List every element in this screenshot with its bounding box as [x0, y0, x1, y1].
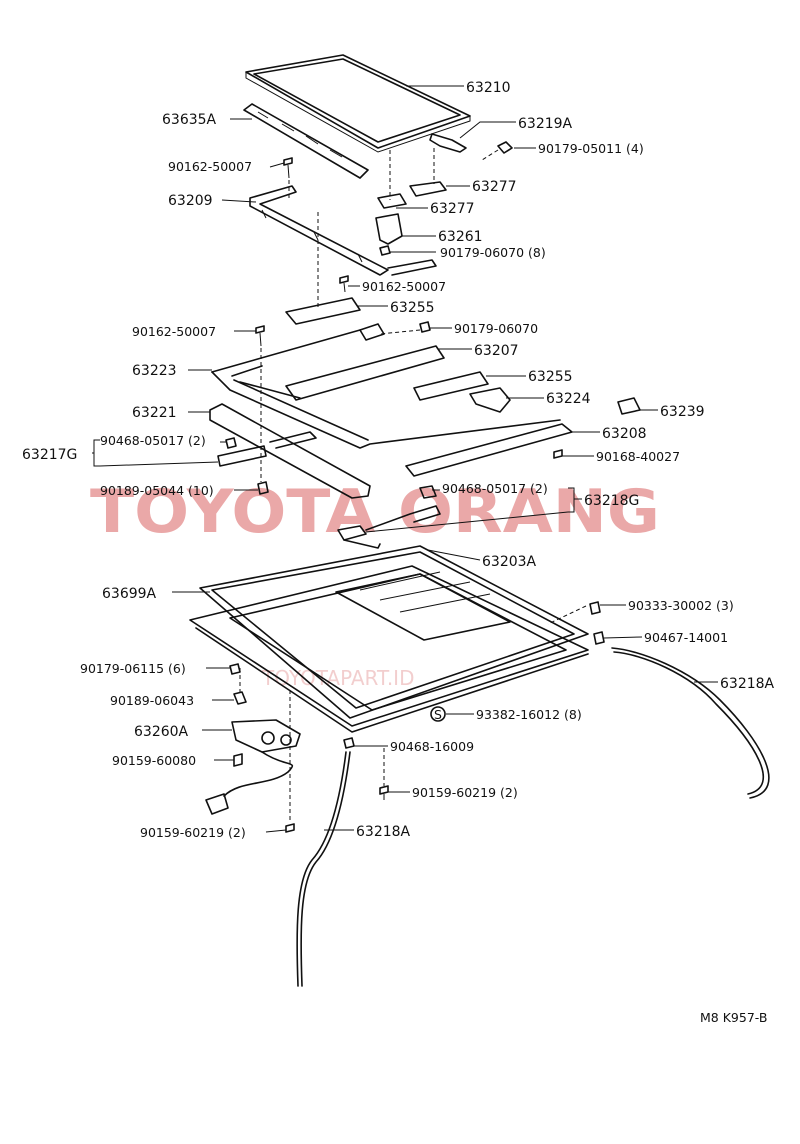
drain-hose-63218A-bottom [296, 751, 347, 987]
label-63217G: 63217G [22, 447, 77, 463]
label-90179-06070-8: 90179-06070 (8) [440, 245, 546, 260]
bracket-63277-a [409, 181, 447, 197]
clip-90189-05044 [257, 481, 269, 495]
seal-strip-63635A [243, 103, 369, 179]
plug-90333-30002 [589, 601, 601, 615]
label-90467-14001: 90467-14001 [644, 630, 728, 645]
label-63209: 63209 [168, 193, 213, 209]
label-63208: 63208 [602, 426, 647, 442]
screw-90162-50007-c [255, 325, 265, 347]
washer-s-mark: S [434, 707, 442, 722]
label-90179-05011: 90179-05011 (4) [538, 141, 644, 156]
washer-93382-16012 [430, 706, 446, 722]
screw-90162-50007-b [339, 275, 349, 293]
drain-hose-63218A-right [611, 647, 770, 799]
nut-90179-06070 [419, 321, 431, 333]
label-63255-b: 63255 [528, 369, 573, 385]
label-90468-05017-2-left: 90468-05017 (2) [100, 433, 206, 448]
bracket-63224 [469, 387, 511, 413]
assembly-63218G [337, 485, 441, 549]
label-63239: 63239 [660, 404, 705, 420]
label-63635A: 63635A [162, 112, 217, 128]
label-63207: 63207 [474, 343, 519, 359]
screw-90162-50007-a [283, 157, 293, 179]
label-63223: 63223 [132, 363, 177, 379]
label-63218A-bottom: 63218A [356, 824, 411, 840]
cable-frame-63207 [211, 323, 561, 449]
frame-63699A [189, 565, 589, 733]
screw-90159-60219-b [285, 823, 295, 833]
clip-90467-14001 [593, 631, 605, 645]
label-63203A: 63203A [482, 554, 537, 570]
dashed-guides [239, 148, 587, 822]
label-63261: 63261 [438, 229, 483, 245]
label-63277-b: 63277 [430, 201, 475, 217]
guide-63255-a [285, 297, 361, 325]
label-90189-05044: 90189-05044 (10) [100, 483, 214, 498]
glass-panel-63210 [245, 54, 471, 153]
nut-90179-05011 [497, 141, 513, 154]
rail-63208 [405, 423, 573, 477]
label-90468-05017-2-right: 90468-05017 (2) [442, 481, 548, 496]
leader-lines [92, 85, 718, 833]
nut-90179-06115 [229, 663, 241, 675]
label-90162-50007-c: 90162-50007 [132, 324, 216, 339]
screw-90159-60219-a [379, 785, 389, 800]
clip-90189-06043 [233, 691, 247, 705]
label-63224: 63224 [546, 391, 591, 407]
bracket-63261 [375, 213, 403, 245]
label-90179-06070: 90179-06070 [454, 321, 538, 336]
clip-63239 [617, 397, 641, 415]
label-90468-16009: 90468-16009 [390, 739, 474, 754]
rail-63221 [209, 403, 371, 499]
label-90162-50007-b: 90162-50007 [362, 279, 446, 294]
label-63277-a: 63277 [472, 179, 517, 195]
label-63221: 63221 [132, 405, 177, 421]
label-90333-30002: 90333-30002 (3) [628, 598, 734, 613]
label-63218A-right: 63218A [720, 676, 775, 692]
label-63699A: 63699A [102, 586, 157, 602]
label-90168-40027: 90168-40027 [596, 449, 680, 464]
diagram-code: M8 K957-B [700, 1010, 767, 1025]
bracket-63219A [429, 133, 467, 153]
assembly-63217G [217, 445, 267, 467]
watermark-site: TOYOTAPART.ID [261, 666, 414, 690]
clip-90468-16009 [343, 737, 355, 749]
screw-90168-40027 [553, 449, 563, 459]
deflector-63209 [249, 185, 437, 276]
label-63260A: 63260A [134, 724, 189, 740]
label-63255-a: 63255 [390, 300, 435, 316]
bracket-63277-b [377, 193, 407, 209]
screw-90159-60080 [233, 753, 243, 767]
label-90159-60219-a: 90159-60219 (2) [412, 785, 518, 800]
motor-63260A [205, 719, 301, 815]
label-93382-16012: 93382-16012 (8) [476, 707, 582, 722]
label-63210: 63210 [466, 80, 511, 96]
label-90189-06043: 90189-06043 [110, 693, 194, 708]
label-90159-60080: 90159-60080 [112, 753, 196, 768]
label-63219A: 63219A [518, 116, 573, 132]
label-90162-50007-a: 90162-50007 [168, 159, 252, 174]
label-90159-60219-b: 90159-60219 (2) [140, 825, 246, 840]
label-63218G: 63218G [584, 493, 639, 509]
part-labels: 63210 63635A 63219A 90179-05011 (4) 9016… [22, 80, 775, 1025]
nut-90179-06070-8 [379, 245, 391, 256]
guide-63255-b [413, 371, 489, 401]
label-90179-06115: 90179-06115 (6) [80, 661, 186, 676]
